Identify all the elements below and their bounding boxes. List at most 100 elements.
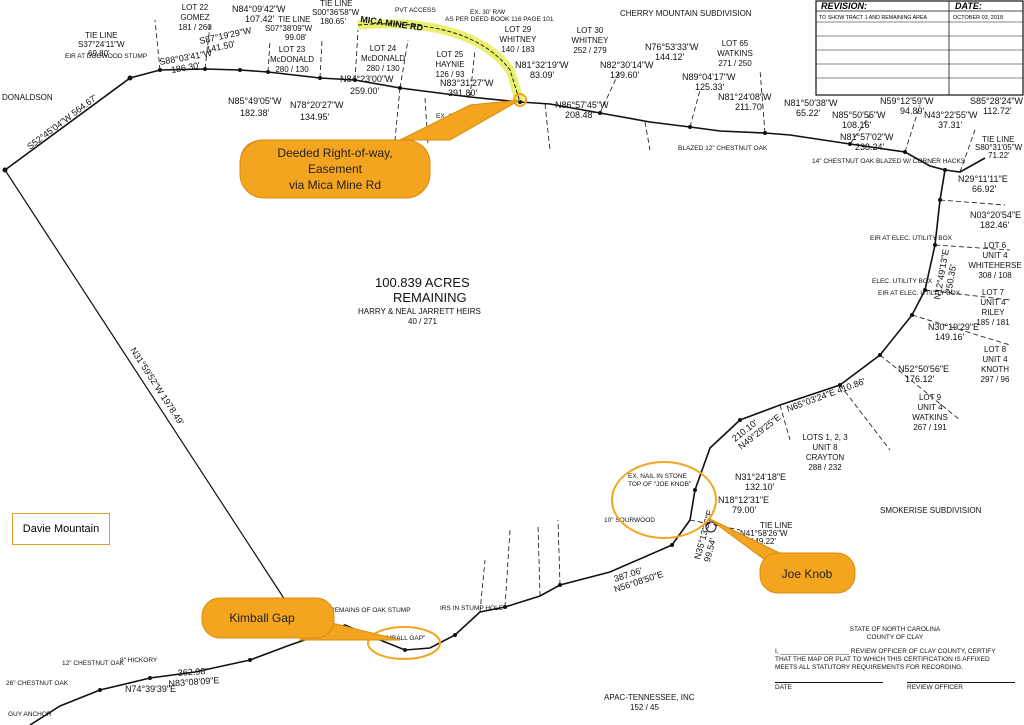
cert-county: COUNTY OF CLAY (866, 634, 924, 641)
donaldson-label: DONALDSON (2, 93, 53, 102)
apac-label: APAC-TENNESSEE, INC (604, 693, 695, 702)
elec-box-1: EIR AT ELEC. UTILITY BOX (870, 235, 953, 242)
west-boundary-line (4, 169, 286, 601)
kimball-small: "KIMBALL GAP" (378, 635, 426, 642)
owner-title: HARRY & NEAL JARRETT HEIRS (358, 307, 481, 316)
remaining-title: REMAINING (393, 290, 467, 305)
svg-text:Joe Knob: Joe Knob (782, 567, 833, 581)
north-boundary-line (4, 68, 986, 173)
row-note2: AS PER DEED BOOK 116 PAGE 101 (445, 16, 554, 23)
cherry-mountain-label: CHERRY MOUNTAIN SUBDIVISION (620, 9, 752, 18)
irs-stump: IRS IN STUMP HOLE (440, 605, 504, 612)
svg-text:Kimball Gap: Kimball Gap (229, 611, 295, 625)
bearing-42: 362.98'N83°08'09"E (167, 665, 219, 689)
deed-title: 40 / 271 (408, 317, 437, 326)
revision-date1: OCTOBER 03, 2018 (953, 15, 1003, 21)
kimball-gap-callout: Kimball Gap (201, 597, 401, 641)
road-pvt: PVT ACCESS (395, 7, 436, 14)
revision-header: REVISION: (821, 1, 867, 11)
chestnut-26: 26" CHESTNUT OAK (6, 680, 69, 687)
bearing-40: 387.06'N56°08'50"E (610, 560, 665, 595)
chestnut-blaze: 14" CHESTNUT OAK BLAZED W/ CORNER HACKS (812, 158, 966, 165)
bearing-34: 210.10'N49°29'25"E (730, 404, 783, 451)
remains-stump: REMAINS OF OAK STUMP (330, 607, 411, 614)
blazed-oak: BLAZED 12" CHESTNUT OAK (678, 145, 768, 152)
road-end-circle (513, 93, 527, 107)
revision-table: REVISION: DATE: TO SHOW TRACT 1 AND REMA… (815, 0, 1024, 96)
cert-body: I, ___________________ REVIEW OFFICER OF… (775, 648, 1015, 672)
joe-knob-callout: Joe Knob (707, 517, 856, 594)
cert-officer-label: REVIEW OFFICER (907, 682, 1015, 691)
cert-signatures: DATE REVIEW OFFICER (775, 682, 1015, 691)
cert-date-label: DATE (775, 682, 883, 691)
misc-labels: EIR AT DOGWOOD STUMP EX. NAIL IN STONE T… (6, 53, 966, 718)
revision-row1: TO SHOW TRACT 1 AND REMAINING AREA (819, 15, 927, 21)
chestnut-12: 12" CHESTNUT OAK (62, 660, 125, 667)
cert-line1: I, ___________________ REVIEW OFFICER OF… (775, 648, 996, 655)
cert-state: STATE OF NORTH CAROLINA (849, 626, 941, 633)
apac-deed: 152 / 45 (630, 703, 659, 712)
certification-block: STATE OF NORTH CAROLINA COUNTY OF CLAY I… (775, 626, 1015, 691)
joe-knob-marker (705, 521, 717, 533)
kimball-gap-circle (367, 626, 441, 660)
bearing-39: N35°13'36"E99.54' (692, 509, 725, 563)
iron-pin-markers (2, 67, 947, 692)
bearing-41: N31°59'52"W 1978.49' (128, 346, 186, 427)
acres-title: 100.839 ACRES (375, 275, 470, 290)
guy-anchor: GUY ANCHOR (8, 711, 52, 718)
mica-mine-road-edge (357, 23, 521, 103)
top-joe: TOP OF "JOE KNOB" (628, 481, 692, 488)
smokerise-label: SMOKERISE SUBDIVISION (880, 506, 982, 515)
elec-box-2: ELEC. UTILITY BOX (872, 278, 933, 285)
bearing-43: N74°39'39"E (125, 684, 176, 694)
road-name: MICA MINE RD (360, 14, 424, 33)
davie-mountain-box: Davie Mountain (12, 513, 110, 545)
hickory: 8" HICKORY (120, 657, 158, 664)
eir-dogwood: EIR AT DOGWOOD STUMP (65, 53, 147, 60)
sourwood: 10" SOURWOOD (604, 517, 655, 524)
date-header: DATE: (955, 1, 982, 11)
joe-knob-circle (611, 461, 717, 539)
bearing-33: N65°03'24"E 410.86' (785, 376, 866, 414)
ex-nail: EX. NAIL IN STONE (628, 473, 688, 480)
